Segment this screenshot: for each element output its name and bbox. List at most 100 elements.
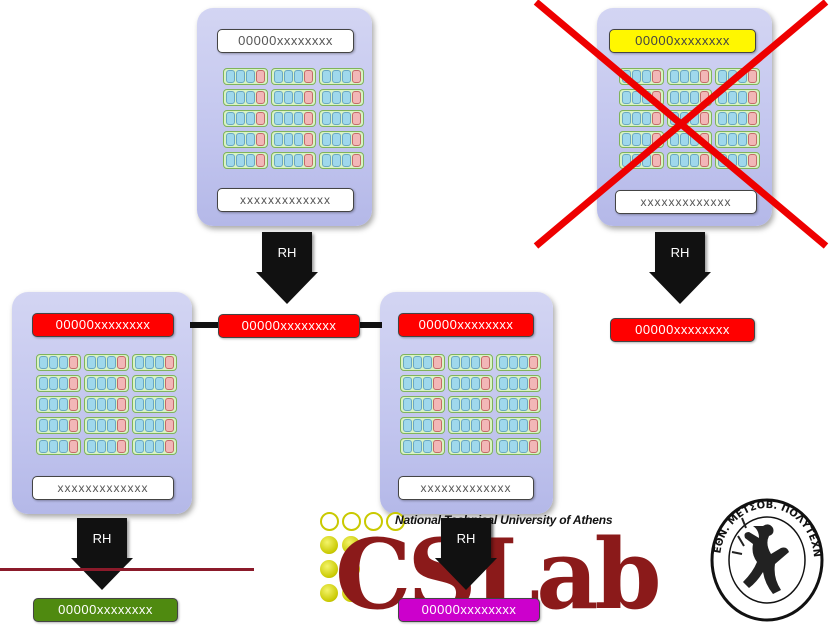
transaction-item xyxy=(223,89,268,106)
transaction-field-icon xyxy=(433,440,442,453)
transaction-item xyxy=(271,152,316,169)
transaction-field-icon xyxy=(49,356,58,369)
transaction-item xyxy=(715,110,760,127)
transaction-field-icon xyxy=(304,154,313,167)
transaction-field-icon xyxy=(423,356,432,369)
transaction-field-icon xyxy=(738,112,747,125)
cross-out-mark xyxy=(533,0,829,249)
transaction-item xyxy=(84,375,129,392)
transaction-item xyxy=(319,110,364,127)
transaction-field-icon xyxy=(236,70,245,83)
transaction-item xyxy=(496,354,541,371)
transaction-field-icon xyxy=(481,419,490,432)
block-footer: xxxxxxxxxxxxx xyxy=(615,190,757,214)
transaction-row xyxy=(223,152,364,169)
transaction-field-icon xyxy=(471,377,480,390)
transaction-field-icon xyxy=(622,133,631,146)
transaction-field-icon xyxy=(499,419,508,432)
transaction-field-icon xyxy=(135,377,144,390)
bottom-right-output-hash: 00000xxxxxxxx xyxy=(398,598,540,622)
transaction-field-icon xyxy=(256,70,265,83)
transaction-field-icon xyxy=(135,419,144,432)
cslab-logo-dot xyxy=(364,512,383,531)
transaction-field-icon xyxy=(451,440,460,453)
transaction-field-icon xyxy=(304,133,313,146)
transaction-field-icon xyxy=(423,398,432,411)
transaction-row xyxy=(223,68,364,85)
transaction-field-icon xyxy=(59,419,68,432)
transaction-item xyxy=(132,375,177,392)
transaction-field-icon xyxy=(274,91,283,104)
transaction-field-icon xyxy=(107,440,116,453)
transaction-field-icon xyxy=(117,440,126,453)
cslab-logo-dot xyxy=(342,560,360,578)
transaction-field-icon xyxy=(332,70,341,83)
transaction-field-icon xyxy=(632,112,641,125)
transaction-field-icon xyxy=(322,70,331,83)
transaction-item xyxy=(448,375,493,392)
transaction-field-icon xyxy=(107,377,116,390)
transaction-field-icon xyxy=(529,356,538,369)
transaction-row xyxy=(400,354,541,371)
transaction-field-icon xyxy=(145,440,154,453)
transaction-field-icon xyxy=(226,154,235,167)
transaction-field-icon xyxy=(87,377,96,390)
transaction-field-icon xyxy=(738,154,747,167)
transaction-field-icon xyxy=(155,377,164,390)
transaction-field-icon xyxy=(87,419,96,432)
transaction-field-icon xyxy=(433,377,442,390)
transaction-field-icon xyxy=(39,440,48,453)
transaction-field-icon xyxy=(642,133,651,146)
transaction-field-icon xyxy=(236,154,245,167)
cslab-logo-dot xyxy=(320,536,338,554)
transaction-field-icon xyxy=(652,154,661,167)
transaction-field-icon xyxy=(236,133,245,146)
transaction-field-icon xyxy=(423,377,432,390)
transaction-field-icon xyxy=(69,356,78,369)
transaction-field-icon xyxy=(165,356,174,369)
transaction-row xyxy=(36,375,177,392)
block-hash-header: 00000xxxxxxxx xyxy=(32,313,174,337)
transaction-field-icon xyxy=(519,377,528,390)
transaction-row xyxy=(619,152,760,169)
transaction-field-icon xyxy=(97,377,106,390)
transaction-item xyxy=(319,89,364,106)
block-hash-header: 00000xxxxxxxx xyxy=(398,313,534,337)
transaction-field-icon xyxy=(690,70,699,83)
transaction-field-icon xyxy=(718,133,727,146)
rh-label: RH xyxy=(262,232,312,274)
cslab-logo-dot xyxy=(320,560,338,578)
transaction-field-icon xyxy=(342,91,351,104)
transaction-field-icon xyxy=(529,419,538,432)
transaction-item xyxy=(667,68,712,85)
transaction-field-icon xyxy=(49,398,58,411)
transaction-item xyxy=(271,68,316,85)
transaction-field-icon xyxy=(471,440,480,453)
transaction-field-icon xyxy=(145,398,154,411)
transaction-field-icon xyxy=(700,70,709,83)
transaction-field-icon xyxy=(49,440,58,453)
transaction-item xyxy=(496,438,541,455)
transaction-item xyxy=(36,354,81,371)
transaction-row xyxy=(223,89,364,106)
transaction-field-icon xyxy=(332,91,341,104)
transaction-field-icon xyxy=(352,91,361,104)
transaction-field-icon xyxy=(451,419,460,432)
transaction-field-icon xyxy=(461,419,470,432)
transaction-field-icon xyxy=(423,419,432,432)
transaction-field-icon xyxy=(632,133,641,146)
transaction-row xyxy=(36,396,177,413)
transaction-field-icon xyxy=(738,133,747,146)
arrow-head xyxy=(435,558,497,590)
transaction-field-icon xyxy=(403,419,412,432)
transaction-item xyxy=(400,438,445,455)
transaction-field-icon xyxy=(680,70,689,83)
cslab-logo-dot xyxy=(342,536,360,554)
transaction-field-icon xyxy=(155,398,164,411)
transaction-row xyxy=(400,396,541,413)
transaction-field-icon xyxy=(165,398,174,411)
transaction-field-icon xyxy=(236,112,245,125)
transaction-field-icon xyxy=(690,91,699,104)
block-mid-right: 00000xxxxxxxx xxxxxxxxxxxxx xyxy=(380,292,553,514)
transaction-field-icon xyxy=(499,356,508,369)
